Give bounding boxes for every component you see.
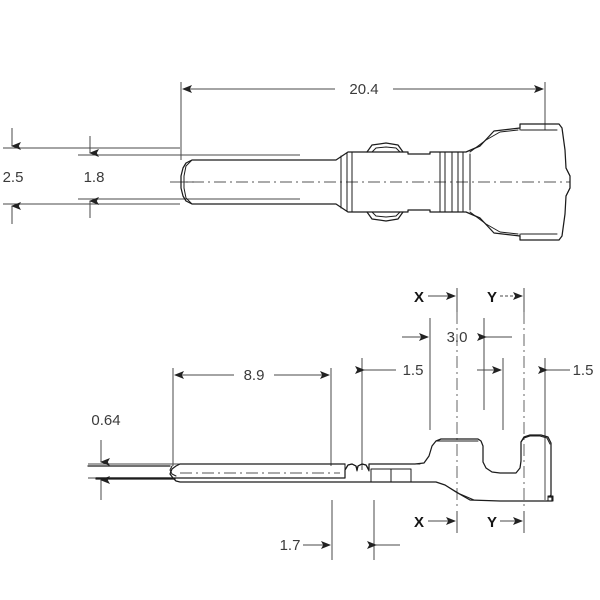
retention-wing-upper [366, 142, 404, 153]
retention-wing-lower-inner [371, 211, 401, 218]
dimension-overall-length: 20.4 [180, 81, 546, 160]
barrel-flare-upper [469, 129, 519, 153]
locking-lance-notch [344, 463, 370, 472]
dimension-label-section-width: 3.0 [447, 329, 468, 346]
dimension-label-pin-length: 8.9 [244, 367, 265, 384]
section-markers-bottom: X Y [414, 511, 525, 533]
lower-right-tab [547, 495, 554, 502]
pin-shoulder-ribs [340, 151, 353, 213]
dimension-lance-offset: 1.7 [280, 500, 400, 560]
crimp-barrel-ribs [439, 151, 471, 213]
section-marker-x-bottom-label: X [414, 514, 424, 531]
retention-wing-lower [366, 211, 404, 222]
dimension-section-right-gap: 1.5 [477, 358, 593, 500]
body-step-lines [414, 440, 479, 465]
dimension-label-body-height-outer: 2.5 [3, 169, 24, 186]
section-markers-top: X Y [414, 288, 525, 312]
section-marker-y-top-label: Y [487, 289, 497, 306]
section-marker-x-top-label: X [414, 289, 424, 306]
wire-barrel-end [565, 167, 571, 197]
lower-right-taper [444, 484, 475, 501]
dimension-label-pin-thickness: 0.64 [91, 412, 120, 429]
right-wing-step [520, 435, 551, 445]
dimension-pin-length: 8.9 [172, 367, 332, 466]
dimension-body-height-outer: 2.5 [3, 128, 180, 224]
side-view-top: 20.4 2.5 1.8 [3, 81, 571, 241]
dimension-label-section-left-gap: 1.5 [403, 362, 424, 379]
dimension-label-overall-length: 20.4 [349, 81, 378, 98]
pin-blade-tip-radius [169, 465, 177, 477]
section-marker-y-bottom-label: Y [487, 514, 497, 531]
dimension-label-body-height-inner: 1.8 [84, 169, 105, 186]
crimp-pad-detail [370, 468, 412, 483]
retention-wing-upper-inner [371, 146, 401, 153]
dimension-label-lance-offset: 1.7 [280, 537, 301, 554]
crimp-wing-faces [519, 123, 558, 241]
dimension-label-section-right-gap: 1.5 [573, 362, 594, 379]
barrel-flare-lower [469, 211, 519, 235]
dimension-section-width: 3.0 [402, 318, 512, 430]
dimension-body-height-inner: 1.8 [78, 136, 300, 218]
dimension-section-left-gap: 1.5 [355, 358, 424, 470]
plan-view-bottom: X Y X Y [87, 288, 593, 560]
